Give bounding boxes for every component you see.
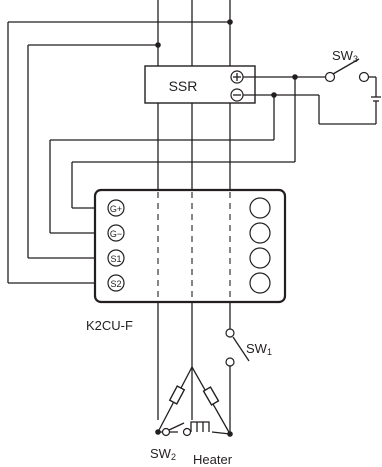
heater-delta (157, 366, 231, 435)
output-terminal-2 (249, 222, 271, 244)
terminal-g-plus-label: G+ (110, 204, 122, 214)
sw3-blade (332, 58, 360, 75)
terminal-s2 (107, 274, 125, 292)
sw1-blade (232, 336, 250, 362)
sw2-label: SW2 (150, 446, 176, 462)
heater-element-left (168, 385, 186, 405)
controller-label: K2CU-F (86, 318, 133, 333)
output-terminal-4 (249, 272, 271, 294)
sw3-left-contact (324, 71, 336, 83)
heater-element-bottom (190, 421, 210, 432)
output-terminal-1 (249, 197, 271, 219)
sw1-top-contact (225, 328, 235, 338)
sw3-label: SW3 (332, 48, 358, 64)
terminal-s1-label: S1 (110, 254, 121, 264)
controller-box (93, 188, 287, 304)
heater-label: Heater (193, 452, 233, 467)
output-terminal-3 (249, 247, 271, 269)
heater-element-right (202, 386, 220, 406)
sw2-blade (168, 422, 185, 431)
terminal-g-minus (107, 224, 125, 242)
terminal-s1 (107, 249, 125, 267)
ssr-label: SSR (169, 78, 198, 94)
sw1-bottom-contact (225, 357, 235, 367)
terminal-g-minus-label: G− (110, 229, 122, 239)
sw2-left-contact (161, 427, 171, 437)
sw3-right-contact (358, 71, 370, 83)
sw1-label: SW1 (246, 341, 272, 357)
terminal-g-plus (107, 199, 125, 217)
sw2-right-contact (182, 427, 192, 437)
terminal-s2-label: S2 (110, 279, 121, 289)
